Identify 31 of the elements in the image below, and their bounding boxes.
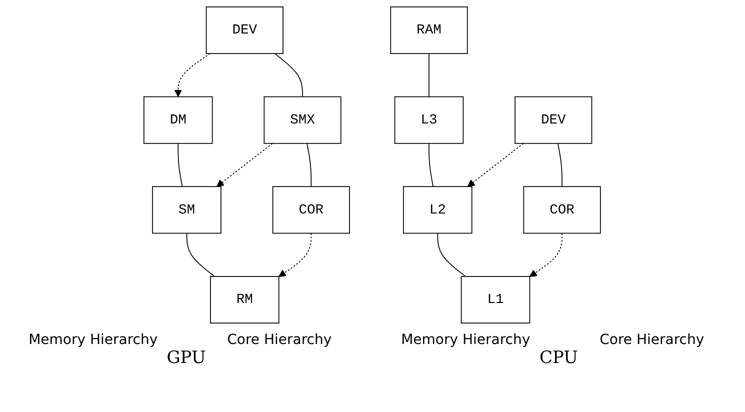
connector (178, 142, 184, 188)
node-box: DEV (206, 6, 284, 54)
connector (186, 232, 216, 277)
node-box: SM (152, 186, 222, 234)
node-box: L1 (461, 276, 530, 324)
node-box: L2 (403, 186, 473, 234)
node-box: RM (210, 276, 280, 324)
arrow (468, 142, 524, 187)
node-box: COR (524, 186, 602, 234)
connector (558, 142, 563, 188)
node-box: COR (272, 186, 350, 234)
column-caption: Memory Hierarchy (28, 332, 159, 348)
diagram-caption: GPU (166, 348, 207, 368)
connector (438, 232, 466, 277)
connector (428, 142, 434, 188)
arrow (278, 232, 312, 277)
connector (428, 53, 430, 98)
node-box: DEV (514, 96, 593, 144)
diagram-caption: CPU (538, 348, 579, 368)
arrow (530, 232, 563, 277)
arrow (174, 53, 211, 98)
node-box: RAM (390, 6, 468, 54)
arrow (216, 142, 274, 187)
column-caption: Memory Hierarchy (400, 332, 532, 348)
column-caption: Core Hierarchy (226, 332, 333, 348)
column-caption: Core Hierarchy (598, 332, 706, 348)
node-box: DM (144, 96, 214, 144)
node-box: SMX (264, 96, 342, 144)
connector (274, 53, 304, 98)
node-box: L3 (394, 96, 464, 144)
connector (306, 142, 312, 188)
